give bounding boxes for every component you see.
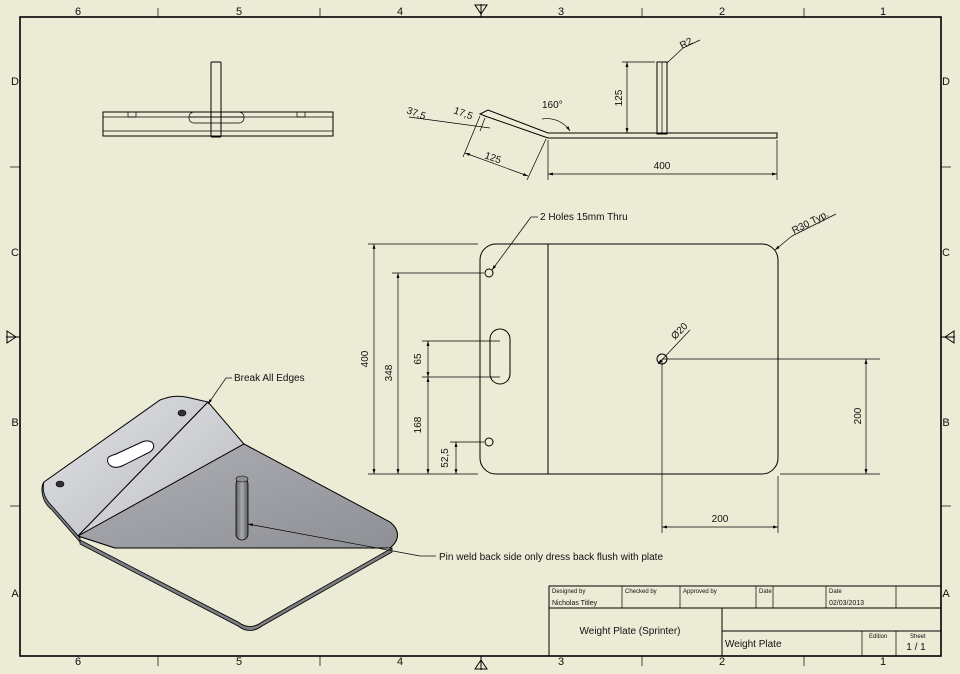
dim-200-vertical: 200	[853, 407, 864, 424]
zone-labels: 6 5 4 3 2 1 6 5 4 3 2 1 D C B A D C B A	[11, 6, 950, 668]
dim-r2: R2	[678, 36, 695, 52]
tb-sheet: 1 / 1	[906, 642, 926, 653]
zone-col-bottom: 6	[75, 656, 81, 668]
zone-row-left: D	[11, 76, 19, 88]
zone-row-right: B	[942, 417, 949, 429]
zone-col-bottom: 1	[880, 656, 886, 668]
dim-125-side: 125	[483, 150, 503, 166]
zone-row-right: A	[942, 588, 950, 600]
sheet-frame	[6, 3, 955, 670]
dim-160-angle: 160°	[542, 100, 563, 111]
dim-125-pin: 125	[614, 89, 625, 106]
tb-part-name: Weight Plate	[725, 639, 782, 650]
plan-view: 400 348 65 168 52,5 200 200 Ø20 R30 Typ.	[360, 209, 880, 533]
tb-designed-by-label: Designed by	[552, 589, 585, 595]
title-block: Designed by Nicholas Titley Checked by A…	[548, 585, 942, 657]
dim-65: 65	[413, 353, 424, 365]
dim-400-plan: 400	[360, 350, 371, 367]
zone-col-top: 5	[236, 6, 242, 18]
zone-col-top: 6	[75, 6, 81, 18]
dim-r30-typ: R30 Typ.	[790, 209, 830, 237]
zone-row-left: C	[11, 247, 19, 259]
tb-designed-by: Nicholas Titley	[552, 600, 598, 607]
note-holes: 2 Holes 15mm Thru	[540, 212, 628, 223]
dim-168: 168	[413, 416, 424, 433]
tb-date-label-1: Date	[759, 589, 772, 595]
zone-col-bottom: 3	[558, 656, 564, 668]
dim-17-5: 17,5	[452, 105, 474, 122]
dim-diameter-20: Ø20	[669, 321, 690, 342]
front-view	[102, 61, 334, 138]
tb-checked-by-label: Checked by	[625, 589, 657, 595]
note-break-all-edges: Break All Edges	[234, 373, 305, 384]
tb-approved-by-label: Approved by	[683, 589, 717, 595]
zone-col-top: 4	[397, 6, 403, 18]
zone-col-bottom: 2	[719, 656, 725, 668]
zone-col-bottom: 5	[236, 656, 242, 668]
side-view: 400 125 R2 160° 125 37,5 17,5	[405, 36, 778, 181]
zone-row-left: B	[11, 417, 18, 429]
dim-200-horizontal: 200	[712, 514, 729, 525]
tb-title: Weight Plate (Sprinter)	[580, 626, 681, 637]
zone-col-bottom: 4	[397, 656, 403, 668]
dim-52-5: 52,5	[440, 448, 451, 468]
zone-col-top: 1	[880, 6, 886, 18]
zone-row-right: D	[942, 76, 950, 88]
dim-400-side: 400	[654, 161, 671, 172]
zone-row-left: A	[11, 588, 19, 600]
isometric-view: Break All Edges Pin weld back side only …	[41, 373, 663, 631]
tb-date-label-2: Date	[829, 589, 842, 595]
zone-col-top: 2	[719, 6, 725, 18]
dim-37-5: 37,5	[405, 105, 427, 122]
tb-sheet-label: Sheet	[910, 634, 926, 640]
zone-row-right: C	[942, 247, 950, 259]
note-pin-weld: Pin weld back side only dress back flush…	[439, 552, 663, 563]
tb-date: 02/03/2013	[829, 600, 864, 607]
zone-col-top: 3	[558, 6, 564, 18]
dim-348: 348	[384, 364, 395, 381]
tb-edition-label: Edition	[869, 634, 887, 640]
